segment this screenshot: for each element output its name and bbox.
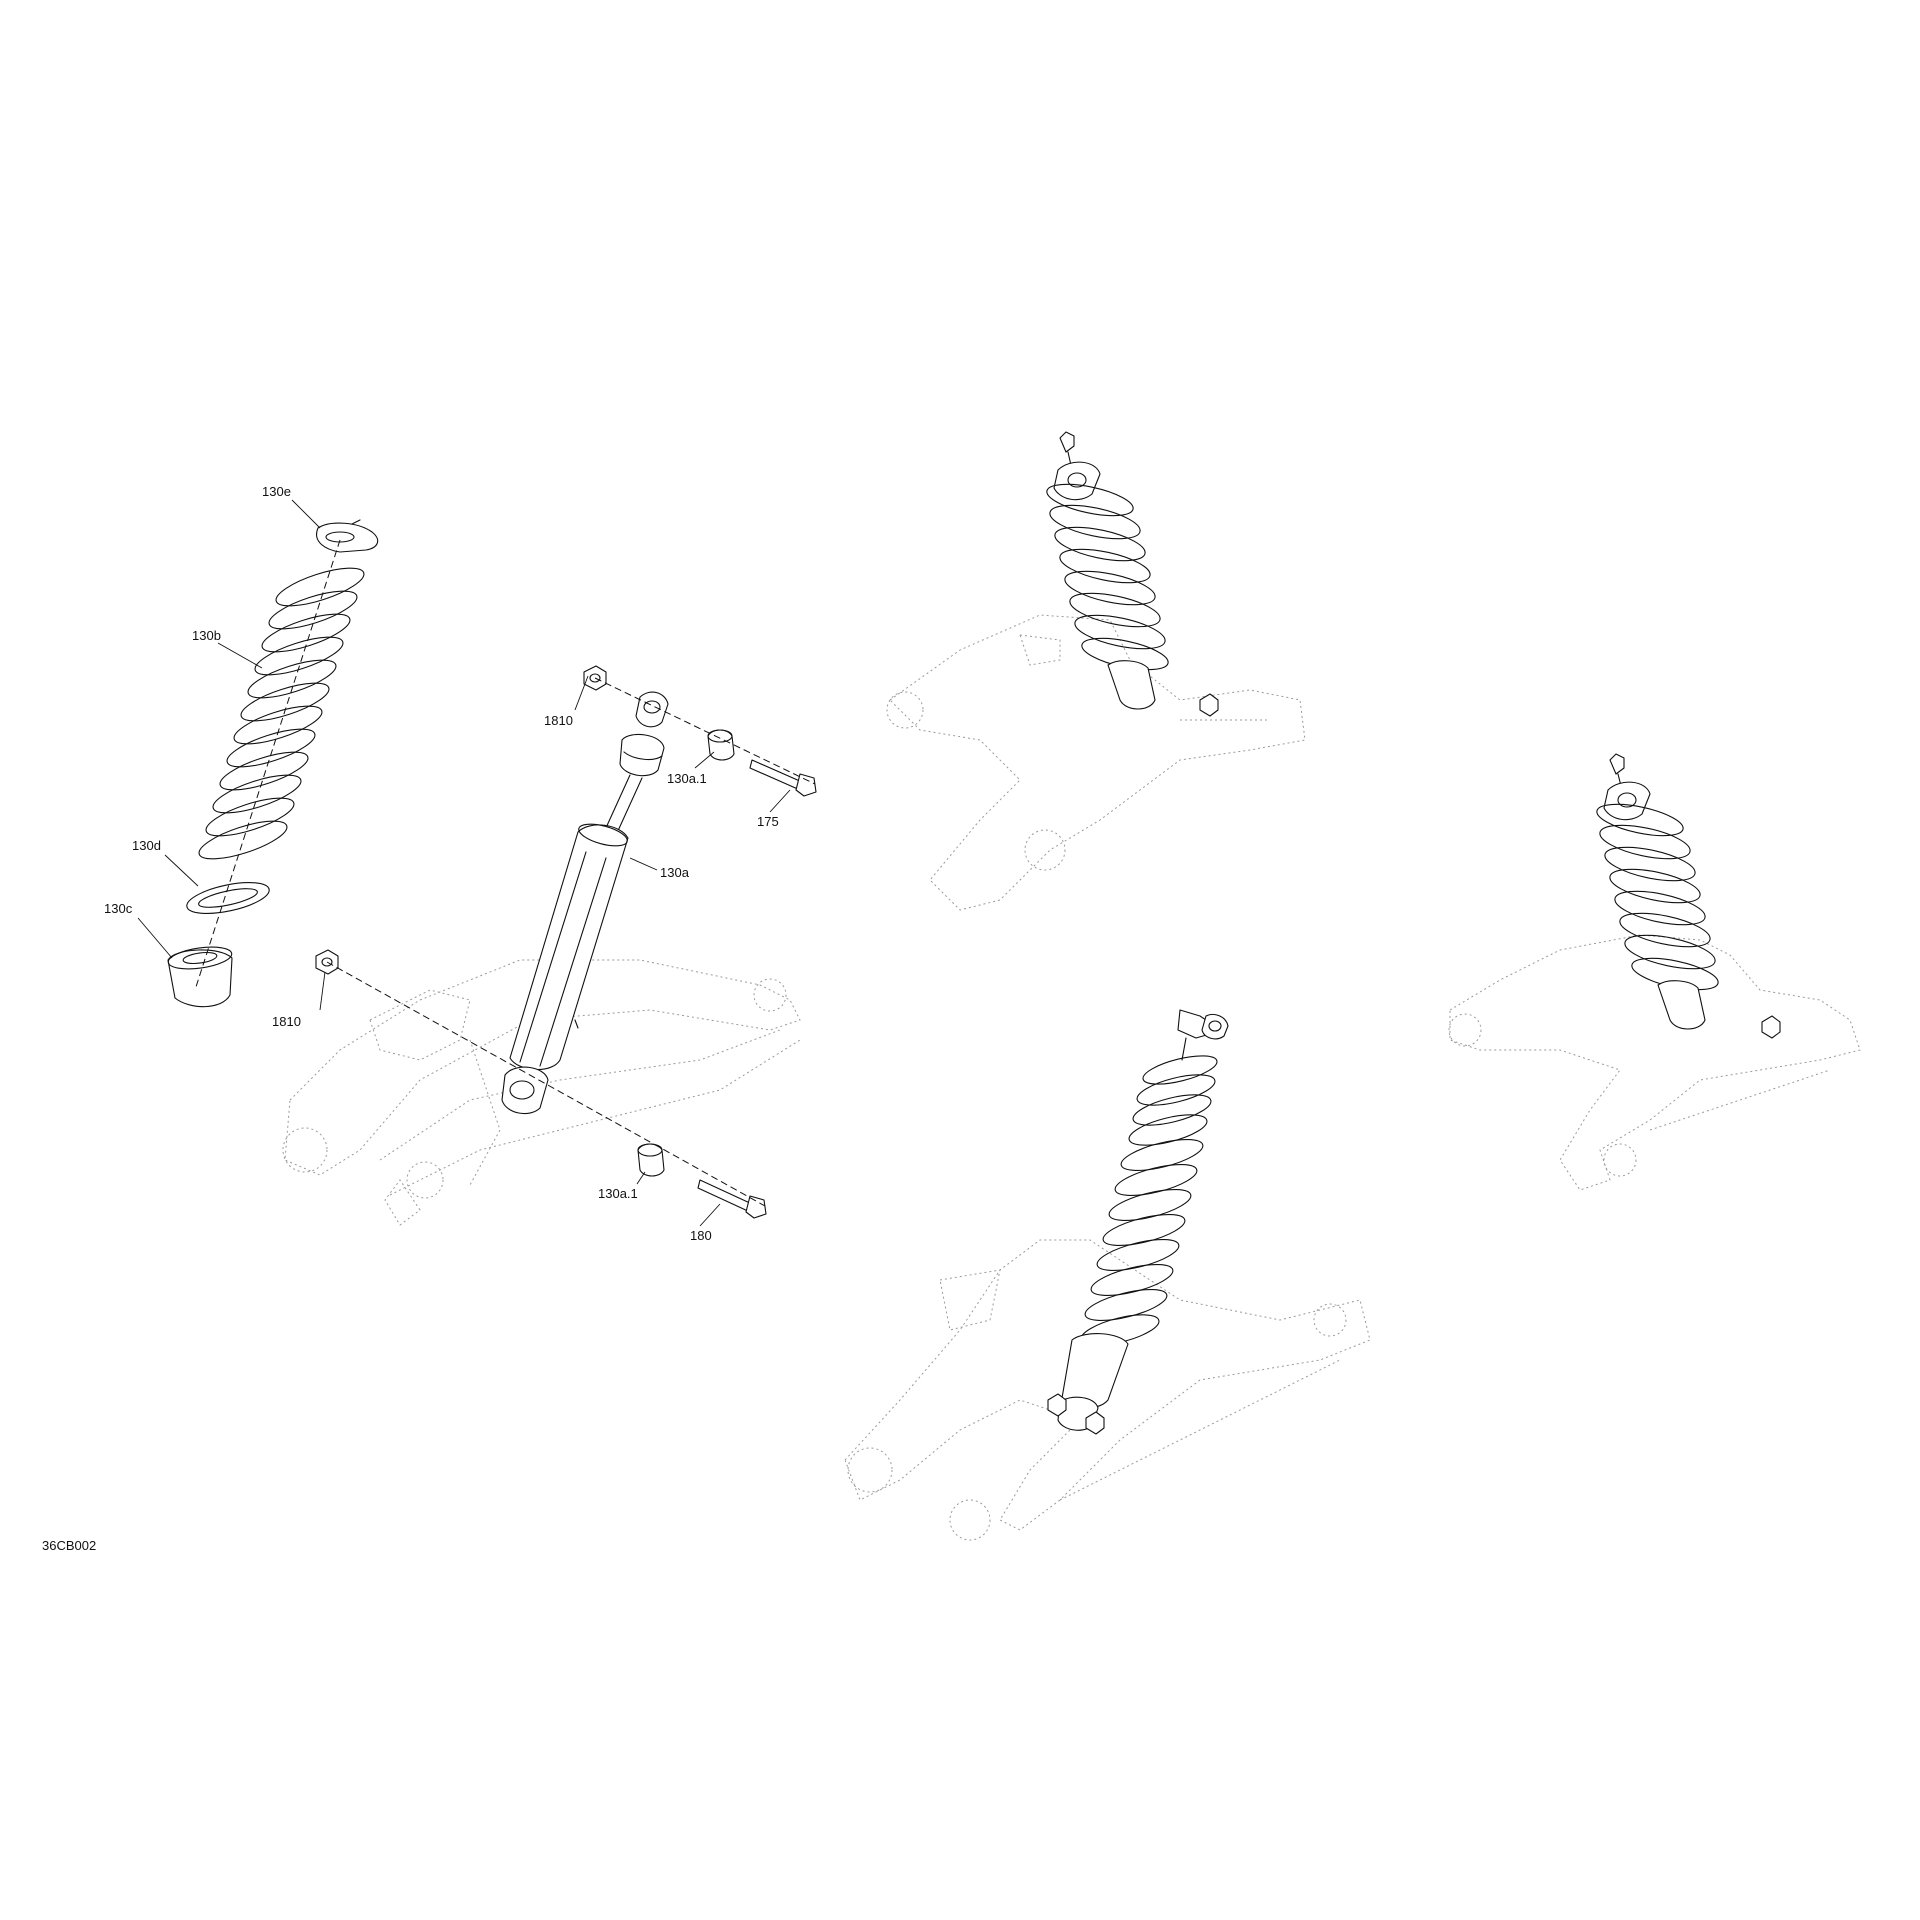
callout-130d: 130d [132, 838, 161, 853]
lower-spring-seat-130c [167, 946, 233, 1008]
callout-180: 180 [690, 1228, 712, 1243]
bolt-175 [749, 759, 817, 797]
sleeve-130a1-bottom [637, 1143, 665, 1177]
coil-spring-130b [198, 567, 365, 860]
figure-code: 36CB002 [42, 1538, 96, 1553]
callout-1810-bottom: 1810 [272, 1014, 301, 1029]
callout-130c: 130c [104, 901, 133, 916]
sleeve-130a1-top [707, 729, 735, 761]
assembly-axis-spring [194, 539, 341, 991]
assembly-axis-bottom-mount [326, 961, 766, 1207]
assembled-shock-top-middle [886, 431, 1306, 911]
callout-1810-top: 1810 [544, 713, 573, 728]
assembled-spring-coils-c [1080, 1055, 1218, 1346]
spring-washer-130d [186, 882, 270, 914]
callout-175: 175 [757, 814, 779, 829]
bolt-180 [697, 1179, 767, 1219]
assembly-axis-top-mount [594, 677, 816, 785]
shock-absorber-130a [501, 691, 669, 1115]
ghost-swing-arm-exploded [282, 959, 801, 1226]
callout-130e: 130e [262, 484, 291, 499]
assembled-spring-coils-b [1596, 803, 1719, 991]
assembled-spring-coils-a [1046, 483, 1169, 671]
callout-130a1-bottom: 130a.1 [598, 1186, 638, 1201]
callout-130b: 130b [192, 628, 221, 643]
spring-retainer-130e [316, 519, 379, 553]
assembled-shock-bottom-middle [844, 1009, 1371, 1541]
callout-130a: 130a [660, 865, 690, 880]
callout-130a1-top: 130a.1 [667, 771, 707, 786]
leader-lines [137, 499, 791, 1227]
assembled-shock-right [1448, 753, 1861, 1191]
